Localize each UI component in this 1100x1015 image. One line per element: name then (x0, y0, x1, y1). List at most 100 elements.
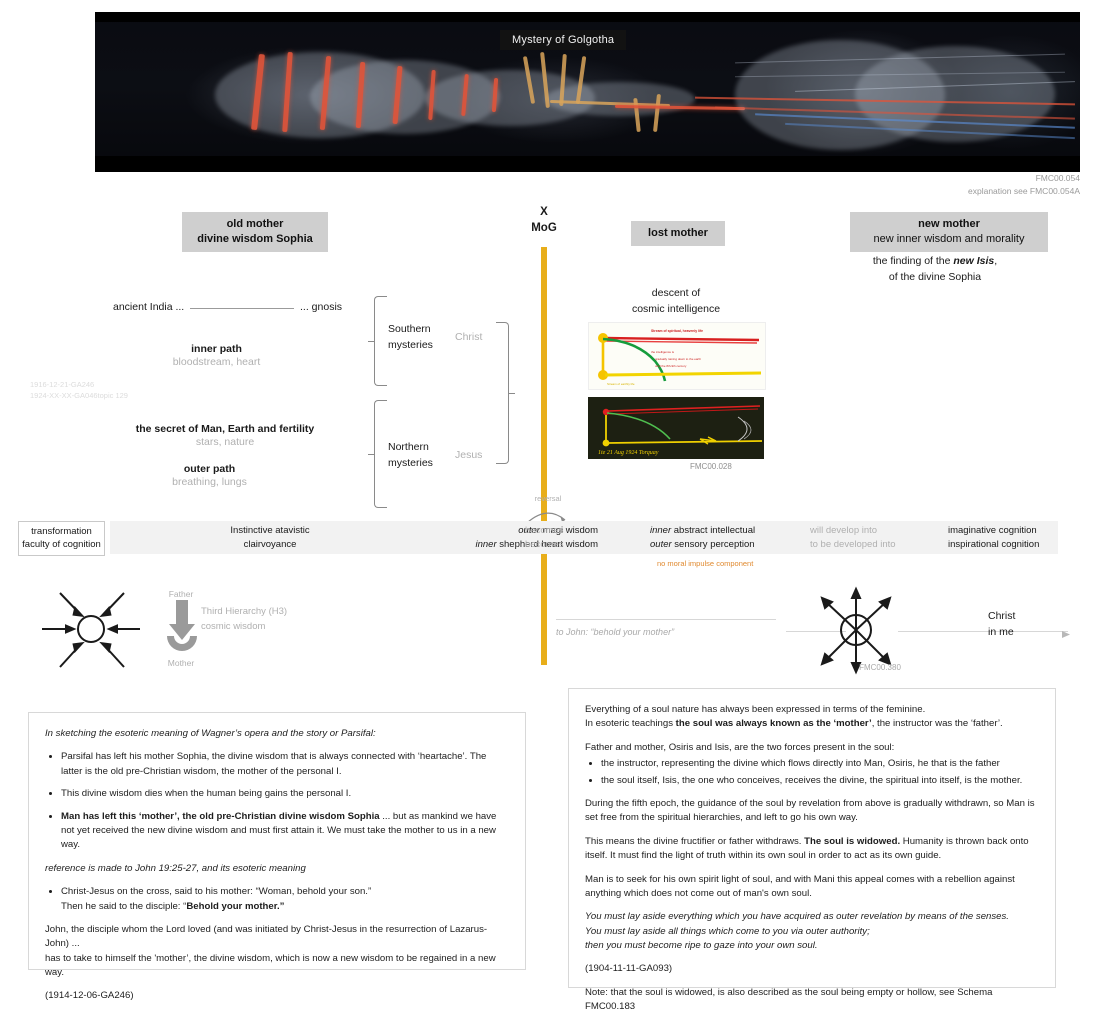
new-isis-note: the finding of the new Isis, of the divi… (845, 254, 1025, 286)
john-quote-rule (556, 619, 776, 620)
soul-paragraph-6: You must lay aside everything which you … (585, 910, 1039, 953)
soul-note: Note: that the soul is widowed, is also … (585, 986, 993, 1013)
chip-new-mother-title: new mother (918, 218, 980, 230)
outward-arrows-svg (820, 586, 892, 675)
band-inspirational-cognition: inspirational cognition (948, 538, 1040, 550)
parsifal-bullet-list: Parsifal has left his mother Sophia, the… (45, 750, 509, 852)
reversal-label-wrap: reversal (524, 494, 572, 518)
band-intellectual-qualifier: inner (650, 525, 672, 537)
board-caption-explanation: explanation see FMC00.054A (968, 185, 1080, 196)
soul-paragraph-1: Everything of a soul nature has always b… (585, 703, 1039, 732)
blackboard-handwriting: 1te 21 Aug 1924 Torquay (598, 449, 659, 456)
arrowhead-svg (1062, 631, 1070, 638)
chip-new-mother: new mother new inner wisdom and morality (850, 212, 1048, 252)
band-cell-cognition: imaginative cognition inspirational cogn… (948, 521, 1100, 554)
soul-bullet-list: the instructor, representing the divine … (585, 757, 1039, 788)
soul-p1-tail: , the instructor was the ‘father’. (871, 718, 1003, 730)
bracket-northern (368, 400, 387, 508)
band-shepherd-text: shepherd heart wisdom (499, 538, 598, 550)
intelligence-descent-svg: Stream of spiritual, heavenly life the i… (598, 329, 762, 386)
father-label: Father (168, 589, 194, 599)
outward-arrows-symbol (812, 586, 900, 681)
soul-source: (1904-11-11-GA093) (585, 963, 673, 975)
descent-line2: cosmic intelligence (631, 302, 721, 315)
secret-of-man-sublabel: stars, nature (195, 436, 255, 448)
soul-p4-tail: Humanity is thrown back onto itself. It … (585, 835, 1029, 862)
soul-bullet-2: the soul itself, Isis, the one who conce… (601, 774, 1039, 788)
band-magi-text: magi wisdom (542, 525, 598, 537)
reference-note-2: 1924-XX-XX-GA046topic 129 (30, 391, 128, 401)
bracket-combined-to-mog (496, 322, 515, 464)
intelligence-descent-figure: Stream of spiritual, heavenly life the i… (588, 322, 766, 390)
band-becomes-line2: becomes (525, 538, 564, 550)
southern-mysteries-line2: mysteries (388, 338, 433, 351)
northern-mysteries-line2: mysteries (388, 456, 433, 469)
band-cell-sensory: outer sensory perception (650, 538, 870, 551)
chip-old-mother: old mother divine wisdom Sophia (182, 212, 328, 252)
soul-paragraph-5: Man is to seek for his own spirit light … (585, 873, 1015, 899)
soul-p6-line1: You must lay aside everything which you … (585, 911, 1009, 923)
northern-mysteries-label: Northern mysteries (388, 440, 448, 472)
blackboard-sketch-svg: 1te 21 Aug 1924 Torquay (588, 397, 764, 459)
india-gnosis-connector (190, 308, 294, 309)
father-mother-symbol (163, 600, 201, 663)
parsifal-reference-note: reference is made to John 19:25-27, and … (45, 862, 306, 874)
band-cell-intellectual: inner abstract intellectual (650, 524, 870, 537)
third-hierarchy-note: Third Hierarchy (H3) cosmic wisdom (201, 605, 287, 634)
new-isis-lead: the finding of the (872, 255, 954, 267)
reversal-arc-svg (526, 512, 566, 524)
bracket-southern (368, 296, 387, 386)
fig1-note-2: gradually raining down to the earth (655, 357, 701, 361)
band-imaginative-cognition: imaginative cognition (948, 525, 1037, 537)
gnosis-label: ... gnosis (300, 301, 343, 313)
board-letterbox-top (95, 12, 1080, 22)
board-letterbox-bottom (95, 156, 1080, 172)
band-magi-qualifier: outer (518, 525, 540, 537)
bracket-combined-nub (508, 393, 515, 394)
descent-label: descent of cosmic intelligence (596, 286, 756, 318)
john-quote-label: to John: “behold your mother” (556, 627, 675, 637)
ancient-india-label: ancient India ... (113, 301, 185, 313)
band-intellectual-text: abstract intellectual (673, 525, 756, 537)
soul-paragraph-2-intro: Father and mother, Osiris and Isis, are … (585, 741, 895, 753)
parsifal-bullet-3-bold: Man has left this ‘mother’, the old pre-… (61, 810, 380, 822)
parsifal-text-box: In sketching the esoteric meaning of Wag… (28, 712, 526, 1001)
band-cell-becomes: becomes becomes (525, 521, 615, 554)
bracket-northern-nub (368, 454, 375, 455)
soul-paragraph-4: This means the divine fructifier or fath… (585, 835, 1039, 864)
southern-mysteries-line1: Southern (388, 323, 431, 335)
left-connector-rule (786, 631, 846, 632)
blackboard-sketch-figure: 1te 21 Aug 1924 Torquay (588, 397, 764, 459)
inner-path-label: inner path (191, 343, 242, 355)
soul-p6-line2: You must lay aside all things which come… (585, 925, 870, 937)
christ-in-me-rule (898, 631, 1068, 632)
john-quote-item: Christ-Jesus on the cross, said to his m… (61, 885, 509, 914)
mog-abbrev: MoG (531, 221, 557, 234)
parsifal-closing-line1: John, the disciple whom the Lord loved (… (45, 923, 488, 950)
parsifal-bullet-2: This divine wisdom dies when the human b… (61, 787, 509, 801)
chip-old-mother-subtitle: divine wisdom Sophia (197, 232, 313, 245)
northern-mysteries-line1: Northern (388, 441, 429, 453)
band-will-develop-line2: to be developed into (810, 538, 896, 550)
parsifal-source: (1914-12-06-GA246) (45, 990, 134, 1002)
new-isis-comma: , (994, 255, 998, 267)
transformation-band: Instinctive atavistic clairvoyance outer… (110, 521, 1058, 554)
band-cell-clairvoyance-line2: clairvoyance (243, 538, 297, 550)
board-caption: FMC00.054 explanation see FMC00.054A (860, 172, 1080, 198)
band-becomes-line1: becomes (525, 525, 564, 537)
reversal-label: reversal (534, 494, 562, 503)
chip-old-mother-title: old mother (226, 218, 284, 230)
reference-notes: 1916-12-21-GA246 1924-XX-XX-GA046topic 1… (30, 379, 128, 402)
parsifal-closing: John, the disciple whom the Lord loved (… (45, 923, 509, 981)
soul-paragraph-3: During the fifth epoch, the guidance of … (585, 797, 1035, 824)
reversal-arc (524, 505, 570, 530)
fig1-title-text: Stream of spiritual, heavenly life (651, 329, 703, 333)
band-sensory-text: sensory perception (674, 538, 755, 550)
parsifal-bullet-3-text: ... but as mankind we have not yet recei… (61, 810, 497, 851)
no-moral-impulse-note: no moral impulse component (657, 559, 754, 568)
christ-in-me-arrowhead (1062, 627, 1072, 645)
mother-label: Mother (167, 658, 195, 668)
parsifal-closing-line2: has to take to himself the 'mother’, the… (45, 952, 496, 979)
transformation-label-line2: faculty of cognition (22, 538, 101, 550)
fig1-note-1: the intelligence is (651, 350, 675, 354)
